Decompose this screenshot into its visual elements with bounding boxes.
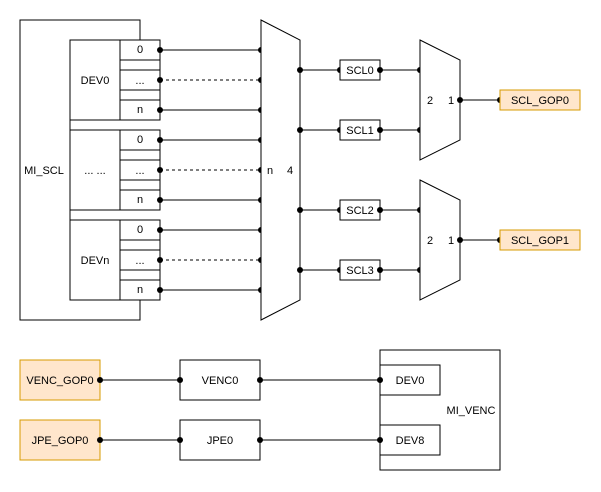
input-box [19, 359, 101, 401]
connection-dot [297, 207, 303, 213]
connection-dot [257, 437, 263, 443]
port-label: n [137, 284, 143, 296]
scl-to-gop-wires [377, 67, 423, 273]
mi-venc-block: MI_VENC DEV0 DEV8 [379, 349, 501, 471]
gop-mux-out-label: 1 [448, 95, 454, 107]
scl-gop-output-1: SCL_GOP1 [499, 229, 581, 251]
scl-block-3: SCL3 [339, 259, 381, 281]
connection-dot [177, 437, 183, 443]
mi-venc-label: MI_VENC [447, 405, 496, 417]
connection-dot [457, 97, 463, 103]
gop-mux-in-label: 2 [427, 235, 433, 247]
connection-dot [377, 437, 383, 443]
input-box [19, 419, 101, 461]
gop-mux-shape [419, 179, 461, 301]
connection-dot [157, 227, 163, 233]
port-label: 0 [137, 44, 143, 56]
gop-mux-shape [419, 39, 461, 161]
connection-dot [297, 267, 303, 273]
connection-dot [157, 77, 163, 83]
connection-dot [157, 137, 163, 143]
venc-device-label: DEV8 [396, 435, 425, 447]
port-label: n [137, 104, 143, 116]
scl-label: SCL1 [346, 125, 374, 137]
input-label: VENC_GOP0 [26, 375, 93, 387]
venc0-block: VENC0 [179, 359, 261, 401]
connection-dot [377, 377, 383, 383]
connection-dot [177, 377, 183, 383]
gop-mux-0: 2 1 [419, 39, 461, 161]
output-label: SCL_GOP1 [511, 235, 569, 247]
connection-dot [377, 67, 383, 73]
scl-block-2: SCL2 [339, 199, 381, 221]
port-label: n [137, 194, 143, 206]
gop-mux-in-label: 2 [427, 95, 433, 107]
scl-label: SCL2 [346, 205, 374, 217]
connection-dot [157, 47, 163, 53]
input-label: JPE_GOP0 [32, 435, 89, 447]
connection-dot [297, 127, 303, 133]
mi-scl-label: MI_SCL [24, 165, 64, 177]
gop-output-wires [457, 97, 503, 243]
port-label: 0 [137, 134, 143, 146]
gop-mux-1: 2 1 [419, 179, 461, 301]
device-group-1: ... ... 0 ... n [69, 129, 161, 211]
bottom-wires [97, 377, 383, 443]
port-label: ... [135, 165, 144, 177]
mux-to-scl-wires [297, 67, 343, 273]
encoder-label: JPE0 [207, 435, 233, 447]
connection-dot [157, 167, 163, 173]
main-mux-in-label: n [267, 165, 273, 177]
scl-label: SCL0 [346, 65, 374, 77]
port-label: ... [135, 255, 144, 267]
device-group-2: DEVn 0 ... n [69, 219, 161, 301]
connection-dot [97, 437, 103, 443]
device-label: DEVn [81, 255, 110, 267]
connection-dot [257, 377, 263, 383]
encoder-label: VENC0 [202, 375, 239, 387]
port-label: ... [135, 75, 144, 87]
scl-block-1: SCL1 [339, 119, 381, 141]
main-mux [260, 19, 301, 321]
venc-gop0-input: VENC_GOP0 [19, 359, 101, 401]
encoder-box [179, 419, 261, 461]
connection-dot [157, 107, 163, 113]
connection-dot [157, 257, 163, 263]
port-wires [160, 49, 262, 291]
connection-dot [377, 207, 383, 213]
jpe0-block: JPE0 [179, 419, 261, 461]
scl-label: SCL3 [346, 265, 374, 277]
venc-device-label: DEV0 [396, 375, 425, 387]
device-label: DEV0 [81, 75, 110, 87]
connection-dot [157, 287, 163, 293]
main-mux-out-label: 4 [287, 165, 293, 177]
scl-block-0: SCL0 [339, 59, 381, 81]
connection-dot [377, 127, 383, 133]
connection-dot [157, 197, 163, 203]
port-label: 0 [137, 224, 143, 236]
output-box [499, 229, 581, 251]
scl-gop-output-0: SCL_GOP0 [499, 89, 581, 111]
gop-mux-out-label: 1 [448, 235, 454, 247]
connection-dot [297, 67, 303, 73]
venc-device-box [379, 364, 441, 396]
connection-dot [377, 267, 383, 273]
connection-dot [457, 237, 463, 243]
output-label: SCL_GOP0 [511, 95, 569, 107]
device-group-0: DEV0 0 ... n [69, 39, 161, 121]
device-label: ... ... [84, 165, 105, 177]
jpe-gop0-input: JPE_GOP0 [19, 419, 101, 461]
connection-dot [97, 377, 103, 383]
output-box [499, 89, 581, 111]
